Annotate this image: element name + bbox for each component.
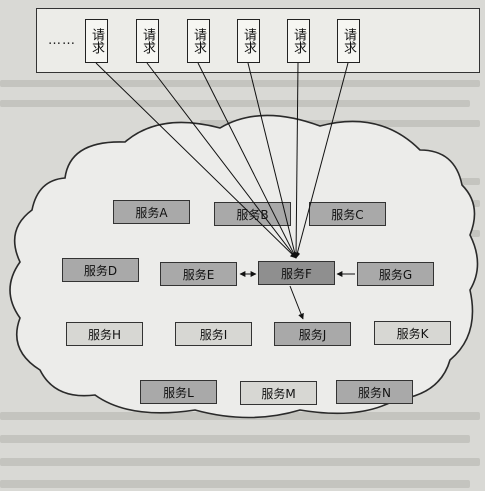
service-j: 服务J [274, 322, 351, 346]
service-n: 服务N [336, 380, 413, 404]
request-box: 请求 [187, 19, 210, 63]
request-box: 请求 [136, 19, 159, 63]
request-box: 请求 [85, 19, 108, 63]
service-l: 服务L [140, 380, 217, 404]
service-k: 服务K [374, 321, 451, 345]
service-h: 服务H [66, 322, 143, 346]
service-g: 服务G [357, 262, 434, 286]
request-box: 请求 [287, 19, 310, 63]
service-b: 服务B [214, 202, 291, 226]
service-i: 服务I [175, 322, 252, 346]
service-m: 服务M [240, 381, 317, 405]
service-c: 服务C [309, 202, 386, 226]
request-box: 请求 [337, 19, 360, 63]
service-f: 服务F [258, 261, 335, 285]
service-d: 服务D [62, 258, 139, 282]
service-e: 服务E [160, 262, 237, 286]
request-box: 请求 [237, 19, 260, 63]
service-a: 服务A [113, 200, 190, 224]
ellipsis-label: …… [48, 33, 76, 48]
